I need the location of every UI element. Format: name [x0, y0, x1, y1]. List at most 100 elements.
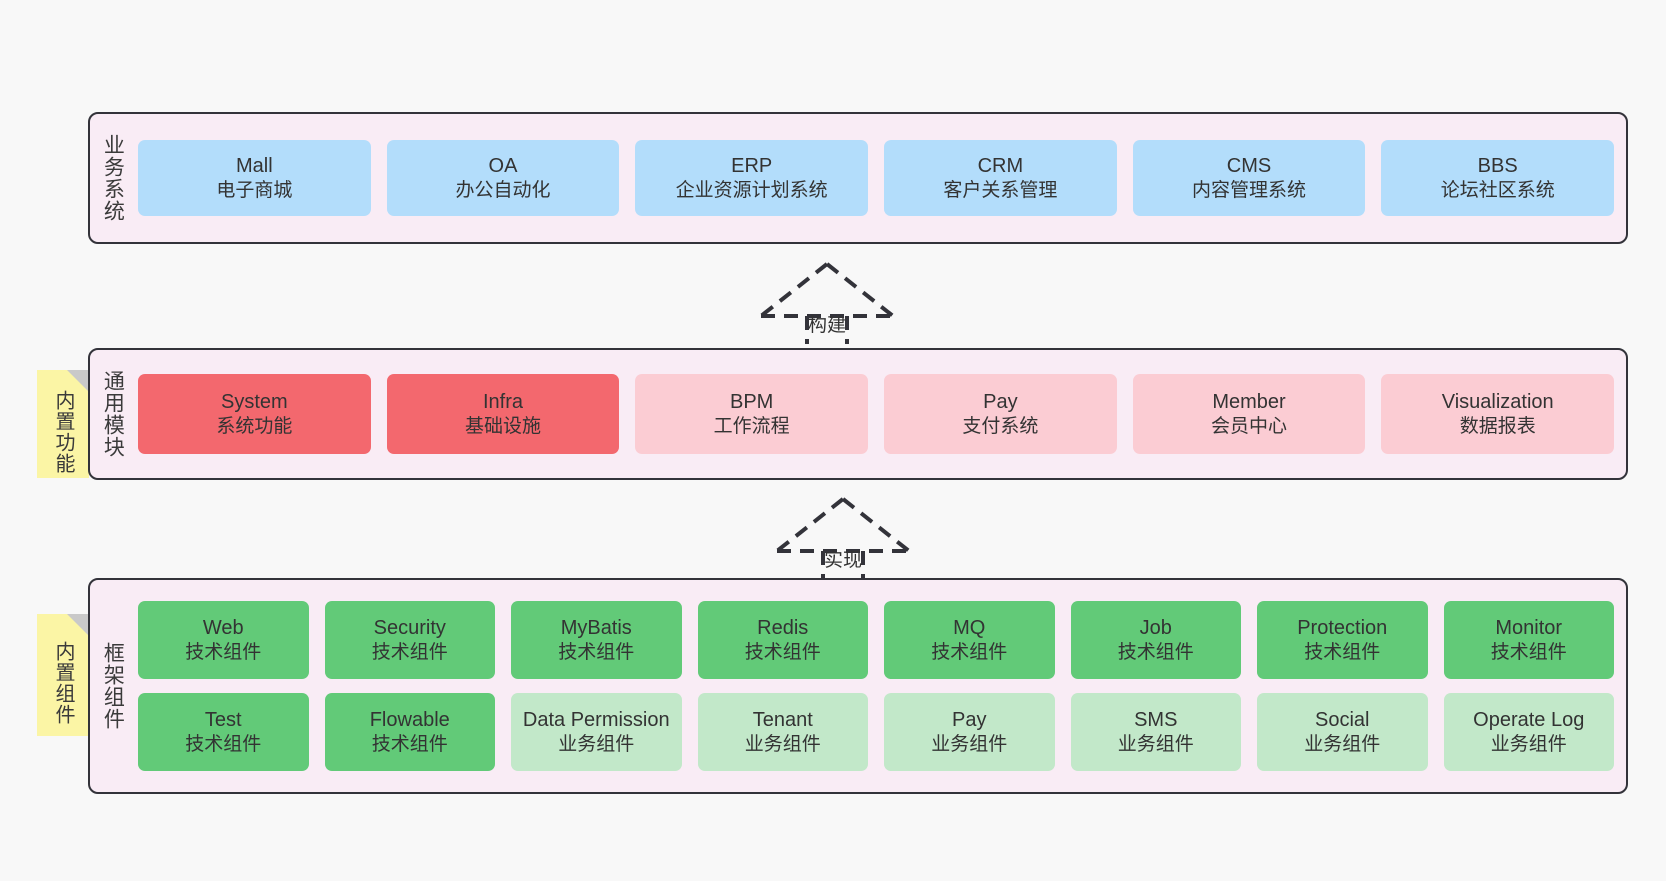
card-title-cn: 技术组件: [185, 641, 262, 663]
layer-framework-components: 框架组件 Web 技术组件 Security 技术组件 MyBatis 技术组件…: [88, 578, 1628, 794]
card-mall[interactable]: Mall 电子商城: [138, 140, 371, 216]
card-title-cn: 业务组件: [1490, 733, 1567, 755]
card-title-en: Flowable: [369, 709, 450, 732]
layer-body-business-systems: Mall 电子商城 OA 办公自动化 ERP 企业资源计划系统 CRM 客户关系…: [134, 114, 1626, 242]
card-pay[interactable]: Pay 支付系统: [884, 374, 1117, 454]
card-row: Test 技术组件 Flowable 技术组件 Data Permission …: [138, 693, 1614, 771]
card-title-en: Job: [1139, 617, 1172, 640]
card-title-en: Member: [1212, 391, 1286, 414]
card-tenant[interactable]: Tenant 业务组件: [697, 693, 868, 771]
card-title-en: Data Permission: [522, 709, 670, 732]
card-title-cn: 技术组件: [371, 733, 448, 755]
card-title-cn: 工作流程: [713, 415, 790, 437]
card-title-cn: 业务组件: [931, 733, 1008, 755]
card-title-en: Security: [373, 617, 446, 640]
card-title-en: Test: [204, 709, 242, 732]
card-redis[interactable]: Redis 技术组件: [697, 601, 868, 679]
card-bbs[interactable]: BBS 论坛社区系统: [1381, 140, 1615, 216]
card-title-cn: 办公自动化: [455, 179, 551, 201]
card-title-cn: 技术组件: [744, 641, 821, 663]
card-system[interactable]: System 系统功能: [138, 374, 371, 454]
card-social[interactable]: Social 业务组件: [1257, 693, 1428, 771]
card-infra[interactable]: Infra 基础设施: [386, 374, 620, 454]
card-title-cn: 技术组件: [1304, 641, 1381, 663]
layer-body-framework-components: Web 技术组件 Security 技术组件 MyBatis 技术组件 Redi…: [134, 580, 1626, 792]
card-row: System 系统功能 Infra 基础设施 BPM 工作流程 Pay 支付系统…: [138, 374, 1615, 454]
card-cms[interactable]: CMS 内容管理系统: [1132, 140, 1366, 216]
card-title-cn: 数据报表: [1459, 415, 1536, 437]
card-mybatis[interactable]: MyBatis 技术组件: [511, 601, 682, 679]
note-builtin-component: 内置组件: [37, 614, 89, 736]
card-operate-log[interactable]: Operate Log 业务组件: [1443, 693, 1614, 771]
card-title-en: Visualization: [1441, 391, 1554, 414]
card-title-cn: 电子商城: [216, 179, 293, 201]
connector-label-implement: 实现: [824, 550, 863, 571]
card-title-cn: 技术组件: [1490, 641, 1567, 663]
card-job[interactable]: Job 技术组件: [1070, 601, 1241, 679]
card-title-en: System: [220, 391, 288, 414]
card-mq[interactable]: MQ 技术组件: [884, 601, 1055, 679]
card-row: Web 技术组件 Security 技术组件 MyBatis 技术组件 Redi…: [138, 601, 1614, 679]
card-title-cn: 业务组件: [1304, 733, 1381, 755]
card-protection[interactable]: Protection 技术组件: [1257, 601, 1428, 679]
layer-business-systems: 业务系统 Mall 电子商城 OA 办公自动化 ERP 企业资源计划系统 CRM…: [88, 112, 1628, 244]
card-member[interactable]: Member 会员中心: [1132, 374, 1366, 454]
card-title-en: CRM: [977, 155, 1024, 178]
card-title-en: MQ: [953, 617, 986, 640]
card-title-cn: 基础设施: [465, 415, 542, 437]
note-fold-corner-icon: [67, 614, 89, 636]
card-title-en: Redis: [757, 617, 809, 640]
card-title-cn: 会员中心: [1211, 415, 1288, 437]
card-flowable[interactable]: Flowable 技术组件: [324, 693, 495, 771]
card-title-en: Mall: [236, 155, 273, 178]
card-visualization[interactable]: Visualization 数据报表: [1381, 374, 1615, 454]
card-web[interactable]: Web 技术组件: [138, 601, 309, 679]
card-title-en: Monitor: [1495, 617, 1563, 640]
card-title-en: MyBatis: [560, 617, 632, 640]
card-title-cn: 业务组件: [558, 733, 635, 755]
layer-title-business-systems: 业务系统: [101, 134, 125, 222]
note-fold-corner-icon: [67, 370, 89, 392]
card-oa[interactable]: OA 办公自动化: [386, 140, 620, 216]
build-connector: 构建: [752, 258, 902, 344]
card-title-cn: 业务组件: [1117, 733, 1194, 755]
card-title-en: Pay: [952, 709, 987, 732]
card-title-cn: 技术组件: [185, 733, 262, 755]
implement-connector: 实现: [768, 493, 918, 579]
card-bpm[interactable]: BPM 工作流程: [635, 374, 869, 454]
card-title-en: SMS: [1134, 709, 1178, 732]
card-security[interactable]: Security 技术组件: [324, 601, 495, 679]
layer-common-modules: 通用模块 System 系统功能 Infra 基础设施 BPM 工作流程 Pay…: [88, 348, 1628, 480]
card-title-en: Social: [1315, 709, 1370, 732]
card-title-en: BBS: [1477, 155, 1518, 178]
card-title-cn: 技术组件: [558, 641, 635, 663]
card-title-en: Operate Log: [1473, 709, 1585, 732]
card-sms[interactable]: SMS 业务组件: [1070, 693, 1241, 771]
implement-arrow-icon: [775, 497, 911, 579]
card-title-cn: 论坛社区系统: [1440, 179, 1555, 201]
card-data-permission[interactable]: Data Permission 业务组件: [511, 693, 682, 771]
card-erp[interactable]: ERP 企业资源计划系统: [635, 140, 869, 216]
card-title-en: Web: [202, 617, 244, 640]
card-title-cn: 内容管理系统: [1192, 179, 1307, 201]
card-crm[interactable]: CRM 客户关系管理: [884, 140, 1117, 216]
card-title-en: Pay: [983, 391, 1018, 414]
card-pay-business[interactable]: Pay 业务组件: [884, 693, 1055, 771]
card-title-cn: 系统功能: [216, 415, 293, 437]
card-monitor[interactable]: Monitor 技术组件: [1443, 601, 1614, 679]
build-arrow-icon: [759, 262, 895, 344]
card-title-en: BPM: [730, 391, 774, 414]
card-title-cn: 支付系统: [962, 415, 1039, 437]
card-title-en: Tenant: [752, 709, 813, 732]
card-test[interactable]: Test 技术组件: [138, 693, 309, 771]
card-title-en: Infra: [482, 391, 524, 414]
note-label: 内置功能: [52, 390, 74, 474]
card-title-cn: 客户关系管理: [943, 179, 1058, 201]
card-title-cn: 企业资源计划系统: [675, 179, 828, 201]
layer-title-common-modules: 通用模块: [101, 370, 125, 458]
layer-body-common-modules: System 系统功能 Infra 基础设施 BPM 工作流程 Pay 支付系统…: [134, 350, 1626, 478]
card-title-cn: 业务组件: [744, 733, 821, 755]
note-label: 内置组件: [52, 641, 74, 725]
card-title-cn: 技术组件: [1117, 641, 1194, 663]
